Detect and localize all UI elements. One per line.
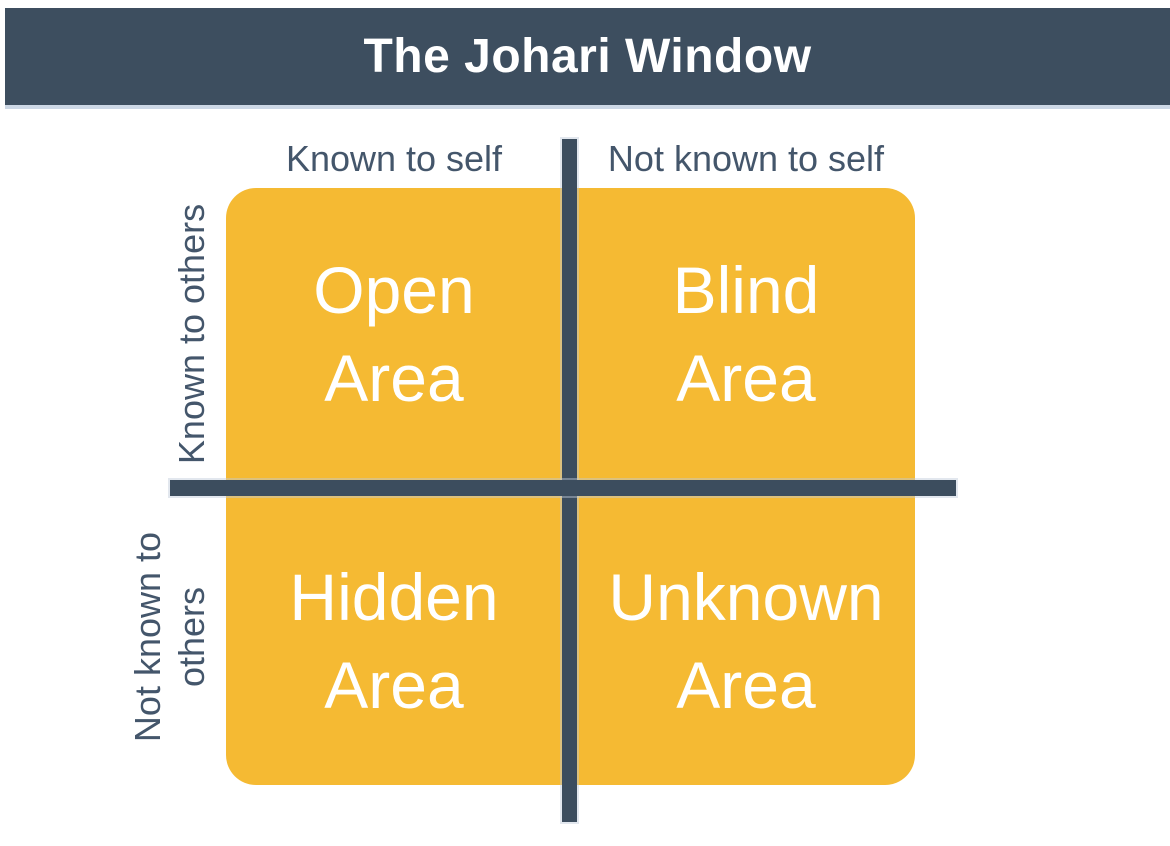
column-label-not-known-to-self: Not known to self	[607, 138, 885, 179]
quadrant-label-line1: Open	[313, 253, 475, 327]
row-label-known-to-others: Known to others	[170, 184, 214, 484]
quadrant-label-line1: Hidden	[289, 559, 499, 634]
quadrant-label-line2: Area	[324, 647, 464, 722]
title-bar: The Johari Window	[5, 8, 1170, 109]
quadrant-open-area: Open Area	[226, 188, 562, 480]
quadrant-blind-area: Blind Area	[577, 188, 915, 480]
row-label-text-line2: others	[171, 586, 212, 688]
horizontal-divider	[170, 480, 956, 496]
row-label-not-known-to-others: Not known to others	[126, 487, 214, 787]
column-label-known-to-self: Known to self	[285, 138, 503, 179]
quadrant-label-line1: Unknown	[608, 559, 884, 634]
row-label-text: Known to others	[171, 203, 212, 465]
page-title: The Johari Window	[363, 30, 812, 83]
row-label-text-line1: Not known to	[127, 531, 168, 743]
quadrant-unknown-area: Unknown Area	[577, 496, 915, 785]
quadrant-label-line2: Area	[324, 341, 464, 415]
quadrant-label-line2: Area	[676, 341, 816, 415]
quadrant-label-line2: Area	[676, 647, 816, 722]
quadrant-label-line1: Blind	[672, 253, 820, 327]
quadrant-hidden-area: Hidden Area	[226, 496, 562, 785]
